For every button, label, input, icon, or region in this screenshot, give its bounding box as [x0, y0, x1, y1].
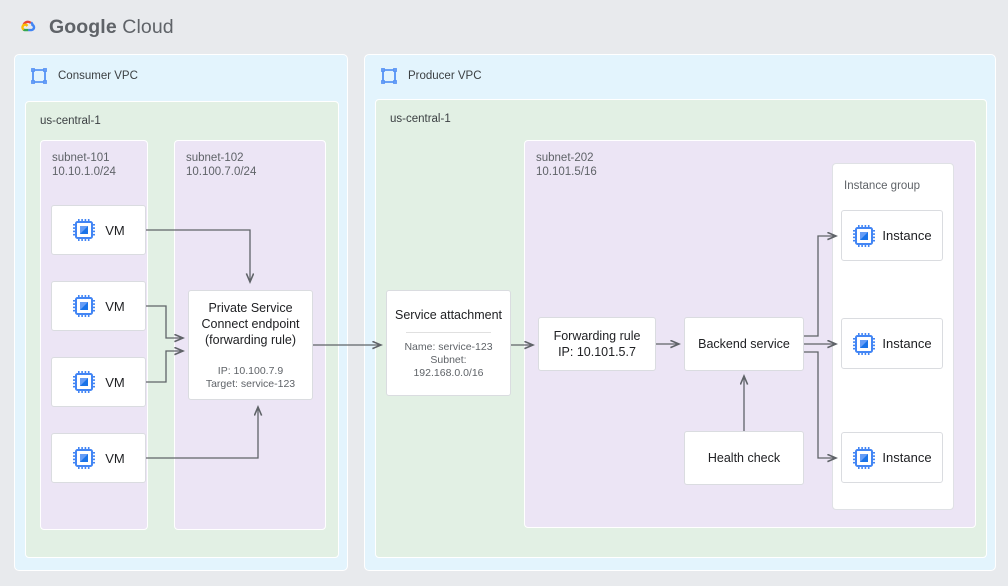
consumer-vpc-label: Consumer VPC [58, 70, 138, 82]
compute-chip-icon [73, 371, 96, 393]
compute-chip-icon [73, 447, 96, 469]
forwarding-rule-title: Forwarding rule IP: 10.101.5.7 [553, 329, 641, 359]
compute-chip-icon [853, 332, 876, 355]
vm-box-2[interactable]: VM [51, 281, 146, 331]
consumer-region-label: us-central-1 [40, 115, 101, 127]
psc-endpoint-box[interactable]: Private Service Connect endpoint (forwar… [188, 290, 313, 400]
producer-region-label: us-central-1 [390, 113, 451, 125]
instance-box-1[interactable]: Instance [841, 210, 943, 261]
vm-label-1: VM [105, 222, 125, 238]
vpc-icon [381, 68, 397, 84]
subnet-102-cidr: 10.100.7.0/24 [186, 166, 257, 178]
subnet-102-name: subnet-102 [186, 152, 244, 164]
compute-chip-icon [73, 295, 96, 317]
brand-text: Google Cloud [49, 16, 174, 39]
vm-box-4[interactable]: VM [51, 433, 146, 483]
health-check-box[interactable]: Health check [684, 431, 804, 485]
forwarding-rule-box[interactable]: Forwarding rule IP: 10.101.5.7 [538, 317, 656, 371]
instance-box-2[interactable]: Instance [841, 318, 943, 369]
backend-service-box[interactable]: Backend service [684, 317, 804, 371]
service-attachment-title: Service attachment [395, 307, 502, 322]
psc-endpoint-details: IP: 10.100.7.9 Target: service-123 [205, 364, 296, 390]
compute-chip-icon [853, 446, 876, 469]
subnet-101-cidr: 10.10.1.0/24 [52, 166, 116, 178]
instance-label-2: Instance [882, 336, 932, 351]
vm-label-3: VM [105, 374, 125, 390]
vm-label-4: VM [105, 450, 125, 466]
google-cloud-brand: Google Cloud [14, 12, 174, 42]
vm-box-3[interactable]: VM [51, 357, 146, 407]
instance-box-3[interactable]: Instance [841, 432, 943, 483]
consumer-vpc-header: Consumer VPC [29, 66, 138, 86]
producer-vpc-label: Producer VPC [408, 70, 482, 82]
subnet-202-name: subnet-202 [536, 152, 594, 164]
compute-chip-icon [73, 219, 96, 241]
subnet-202-cidr: 10.101.5/16 [536, 166, 597, 178]
compute-chip-icon [853, 224, 876, 247]
subnet-101-name: subnet-101 [52, 152, 110, 164]
service-attachment-details: Name: service-123 Subnet: 192.168.0.0/16 [404, 340, 493, 379]
brand-cloud: Cloud [122, 15, 174, 38]
instance-label-3: Instance [882, 450, 932, 465]
service-attachment-divider [406, 331, 491, 333]
vm-box-1[interactable]: VM [51, 205, 146, 255]
vpc-icon [31, 68, 47, 84]
vm-label-2: VM [105, 298, 125, 314]
producer-vpc-header: Producer VPC [379, 66, 482, 86]
brand-google: Google [49, 15, 117, 38]
health-check-title: Health check [707, 451, 781, 465]
google-cloud-logo-icon [21, 20, 36, 32]
instance-label-1: Instance [882, 228, 932, 243]
psc-endpoint-title: Private Service Connect endpoint (forwar… [201, 300, 300, 347]
backend-service-title: Backend service [698, 337, 790, 351]
service-attachment-box[interactable]: Service attachment Name: service-123 Sub… [386, 290, 511, 396]
instance-group-label: Instance group [844, 180, 921, 192]
